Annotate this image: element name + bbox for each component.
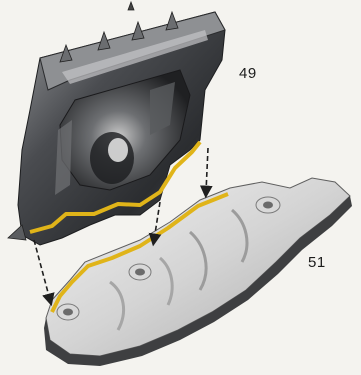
dashed-down-arrow-icon	[34, 240, 50, 300]
callout-upper-part: 49	[239, 65, 257, 82]
callout-lower-part: 51	[308, 254, 326, 271]
dashed-down-arrow-icon	[206, 148, 208, 192]
